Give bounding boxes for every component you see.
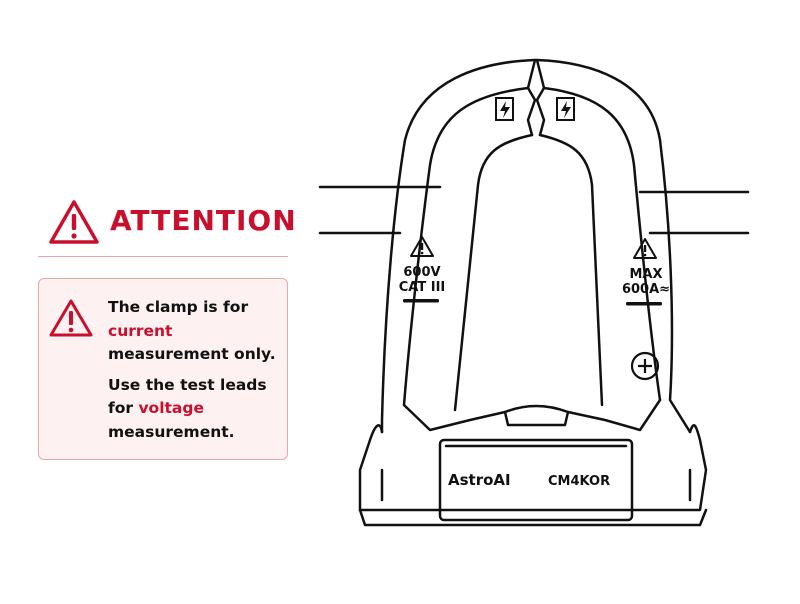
highlight-current: current <box>108 321 173 340</box>
left-rating-voltage: 600V <box>403 265 440 280</box>
notice-text: The clamp is for current measurement onl… <box>108 296 288 451</box>
left-rating-bar <box>403 299 439 303</box>
attention-heading: ATTENTION <box>48 196 296 246</box>
attention-title: ATTENTION <box>110 204 297 237</box>
notice-panel: The clamp is for current measurement onl… <box>38 278 288 460</box>
warning-triangle-icon <box>633 238 657 259</box>
warning-triangle-icon <box>410 236 434 257</box>
notice-text-segment: measurement only. <box>108 345 276 363</box>
right-rating-bar <box>626 302 662 306</box>
model-number: CM4KOR <box>548 474 610 489</box>
notice-text-segment: measurement. <box>108 422 235 441</box>
brand-logo: AstroAI <box>448 471 511 489</box>
clamp-meter-drawing: 600V CAT III MAX 600A≈ AstroAI CM4KOR <box>318 58 750 527</box>
notice-text-segment: The clamp is for <box>108 298 249 316</box>
left-rating-category: CAT III <box>399 280 446 295</box>
clamp-meter-illustration: 600V CAT III MAX 600A≈ AstroAI CM4KOR <box>300 40 800 600</box>
highlight-voltage: voltage <box>138 399 204 417</box>
right-rating-current: 600A≈ <box>622 282 670 297</box>
notice-paragraph-voltage: Use the test leads for voltage measureme… <box>108 374 288 445</box>
warning-triangle-icon <box>49 299 93 337</box>
notice-paragraph-current: The clamp is for current measurement onl… <box>108 296 288 367</box>
plus-circle-icon <box>630 351 660 381</box>
warning-triangle-icon <box>49 200 99 244</box>
heading-divider <box>38 256 288 257</box>
notice-text-segment: Use the test leads for <box>108 375 267 418</box>
right-rating-max: MAX <box>629 267 662 282</box>
